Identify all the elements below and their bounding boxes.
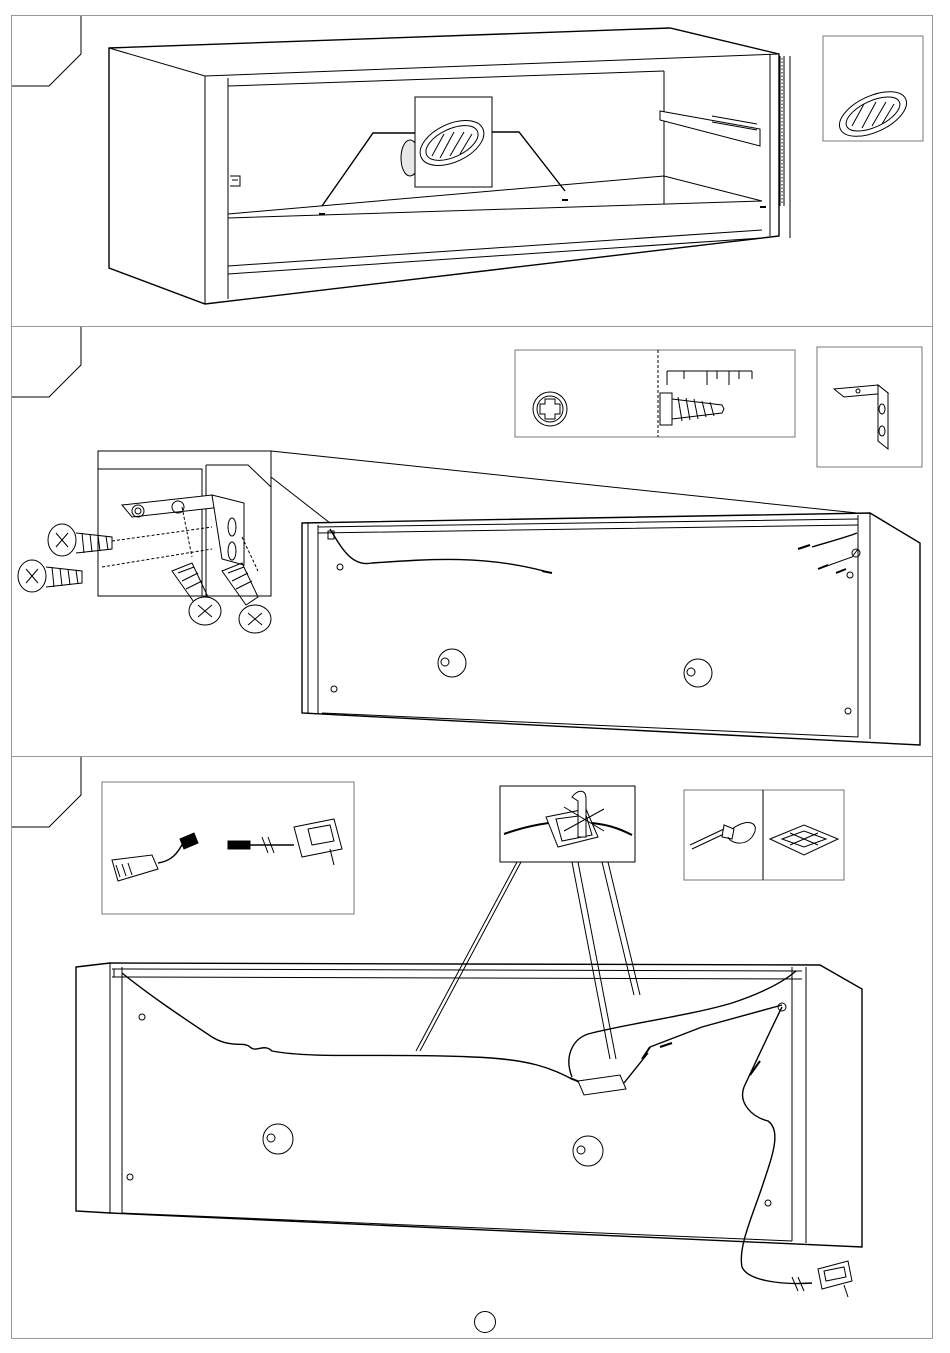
part-box-adapter <box>102 782 354 914</box>
part-box-bracket <box>817 347 922 467</box>
part-box-light <box>823 36 923 146</box>
step-number-tab <box>12 327 81 397</box>
step-number-tab <box>12 16 81 86</box>
page-number <box>474 1311 496 1333</box>
callout-tie-mount <box>416 786 640 1059</box>
cabinet-back-panel <box>302 513 920 745</box>
step-panel-a <box>12 16 932 326</box>
cabinet-back-panel <box>76 963 862 1297</box>
step-number-tab <box>12 757 81 827</box>
wood-screw-icon <box>18 560 82 592</box>
step-c-illustration <box>12 757 934 1341</box>
part-box-cable-tie <box>684 790 844 880</box>
callout-light-detail <box>413 97 492 187</box>
power-adapter-icon <box>818 1261 852 1297</box>
step-a-illustration <box>12 16 934 326</box>
step-b-illustration <box>12 327 934 757</box>
callout-bracket-detail <box>98 451 857 596</box>
part-box-screw <box>515 350 795 437</box>
page-frame <box>11 15 933 1339</box>
phillips-screw-head-icon <box>533 392 567 426</box>
step-panel-b <box>12 326 932 756</box>
step-panel-c <box>12 756 932 1340</box>
